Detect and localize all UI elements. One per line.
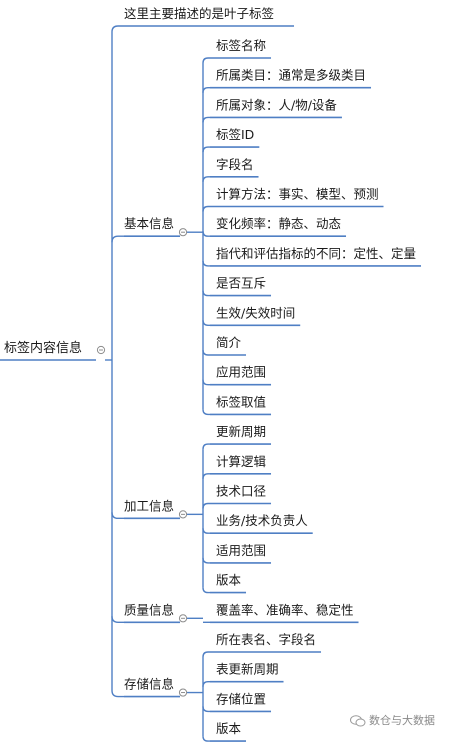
leaf-label: 变化频率：静态、动态 xyxy=(216,216,341,231)
leaf-node[interactable]: 所在表名、字段名 xyxy=(202,632,322,658)
leaf-label: 覆盖率、准确率、稳定性 xyxy=(216,602,354,617)
root-label: 标签内容信息 xyxy=(4,340,82,356)
branch-connector xyxy=(111,616,124,623)
leaf-node[interactable]: 更新周期 xyxy=(202,424,272,450)
leaf-node[interactable]: 是否互斥 xyxy=(202,276,272,297)
leaf-connector xyxy=(202,349,210,356)
leaf-label: 应用范围 xyxy=(216,365,266,380)
leaf-node[interactable]: 覆盖率、准确率、稳定性 xyxy=(203,602,359,624)
branch-connector xyxy=(111,690,124,698)
leaf-node[interactable]: 字段名 xyxy=(202,157,259,182)
leaf-label: 所在表名、字段名 xyxy=(216,632,316,647)
leaf-label: 指代和评估指标的不同：定性、定量 xyxy=(216,246,416,261)
leaf-label: 标签ID xyxy=(216,127,254,142)
leaf-label: 存储位置 xyxy=(216,691,266,706)
branch-label: 质量信息 xyxy=(124,602,174,617)
leaf-connector xyxy=(202,651,210,658)
leaf-connector xyxy=(202,681,210,687)
leaf-label: 标签名称 xyxy=(216,38,266,53)
leaf-node[interactable]: 变化频率：静态、动态 xyxy=(202,216,347,237)
leaf-connector xyxy=(202,116,210,123)
leaf-label: 生效/失效时间 xyxy=(216,305,295,320)
leaf-label: 版本 xyxy=(216,721,242,736)
leaf-connector xyxy=(202,231,210,237)
leaf-connector xyxy=(202,528,210,534)
leaf-node[interactable]: 指代和评估指标的不同：定性、定量 xyxy=(202,246,422,267)
leaf-connector xyxy=(202,443,210,450)
branch-collapse-toggle[interactable] xyxy=(178,614,188,623)
leaf-node[interactable]: 生效/失效时间 xyxy=(202,305,301,327)
branch-collapse-toggle[interactable] xyxy=(178,510,188,519)
branch-connector xyxy=(111,25,124,33)
leaf-connector xyxy=(202,205,210,212)
leaf-label: 计算方法：事实、模型、预测 xyxy=(216,187,379,202)
leaf-label: 技术口径 xyxy=(216,484,266,499)
root-node[interactable]: 标签内容信息 xyxy=(0,340,96,361)
leaf-node[interactable]: 适用范围 xyxy=(202,543,272,564)
leaf-node[interactable]: 简介 xyxy=(202,335,247,356)
branch-label: 存储信息 xyxy=(124,677,174,692)
leaf-node[interactable]: 版本 xyxy=(202,721,247,742)
leaf-node[interactable]: 应用范围 xyxy=(202,365,272,386)
branch-connector xyxy=(111,512,124,520)
leaf-connector xyxy=(202,260,210,267)
branch-label: 基本信息 xyxy=(124,216,174,231)
leaf-node[interactable]: 计算逻辑 xyxy=(202,454,272,479)
leaf-connector xyxy=(202,320,210,326)
leaf-node[interactable]: 所属对象：人/物/设备 xyxy=(202,97,342,123)
branch-label: 这里主要描述的是叶子标签 xyxy=(124,6,275,21)
leaf-connector xyxy=(202,87,210,93)
leaf-connector xyxy=(202,379,210,386)
leaf-node[interactable]: 业务/技术负责人 xyxy=(202,513,313,535)
leaf-connector xyxy=(202,502,210,509)
leaf-node[interactable]: 技术口径 xyxy=(202,484,272,509)
leaf-label: 适用范围 xyxy=(216,543,266,558)
leaf-node[interactable]: 表更新周期 xyxy=(202,662,284,687)
leaf-label: 版本 xyxy=(216,573,242,588)
leaf-connector xyxy=(202,57,210,64)
leaf-connector xyxy=(202,290,210,297)
leaf-label: 表更新周期 xyxy=(216,662,279,677)
branch-4[interactable]: 质量信息 覆盖率、准确率、稳定性 xyxy=(111,602,359,624)
leaf-label: 计算逻辑 xyxy=(216,454,266,469)
leaf-label: 所属类目：通常是多级类目 xyxy=(216,68,366,83)
leaf-node[interactable]: 标签取值 xyxy=(202,394,272,416)
leaf-connector xyxy=(202,409,210,416)
leaf-label: 简介 xyxy=(216,335,242,350)
leaf-connector xyxy=(202,587,210,594)
leaf-label: 所属对象：人/物/设备 xyxy=(216,97,337,112)
leaf-node[interactable]: 标签ID xyxy=(202,127,260,153)
leaf-node[interactable]: 计算方法：事实、模型、预测 xyxy=(202,187,384,212)
root-collapse-toggle[interactable] xyxy=(96,345,106,355)
leaf-connector xyxy=(202,146,210,153)
leaf-connector xyxy=(202,736,210,742)
wechat-icon xyxy=(350,715,366,727)
leaf-label: 更新周期 xyxy=(216,424,266,439)
branch-label: 加工信息 xyxy=(124,498,174,513)
branch-collapse-toggle[interactable] xyxy=(178,688,188,697)
leaf-connector xyxy=(202,706,210,713)
leaf-node[interactable]: 所属类目：通常是多级类目 xyxy=(202,68,372,93)
leaf-node[interactable]: 版本 xyxy=(202,573,247,594)
leaf-node[interactable]: 标签名称 xyxy=(202,38,272,64)
leaf-connector xyxy=(202,176,210,182)
leaf-node[interactable]: 存储位置 xyxy=(202,691,272,713)
leaf-label: 业务/技术负责人 xyxy=(216,513,308,528)
leaf-connector xyxy=(202,473,210,479)
leaf-label: 字段名 xyxy=(216,157,254,172)
leaf-connector xyxy=(202,557,210,564)
watermark-text: 数仓与大数据 xyxy=(369,714,435,727)
branch-collapse-toggle[interactable] xyxy=(178,228,188,237)
branch-1[interactable]: 这里主要描述的是叶子标签 xyxy=(111,6,295,33)
leaf-label: 是否互斥 xyxy=(216,276,266,291)
watermark: 数仓与大数据 xyxy=(350,712,435,728)
branch-connector xyxy=(111,235,124,243)
leaf-label: 标签取值 xyxy=(216,394,266,409)
